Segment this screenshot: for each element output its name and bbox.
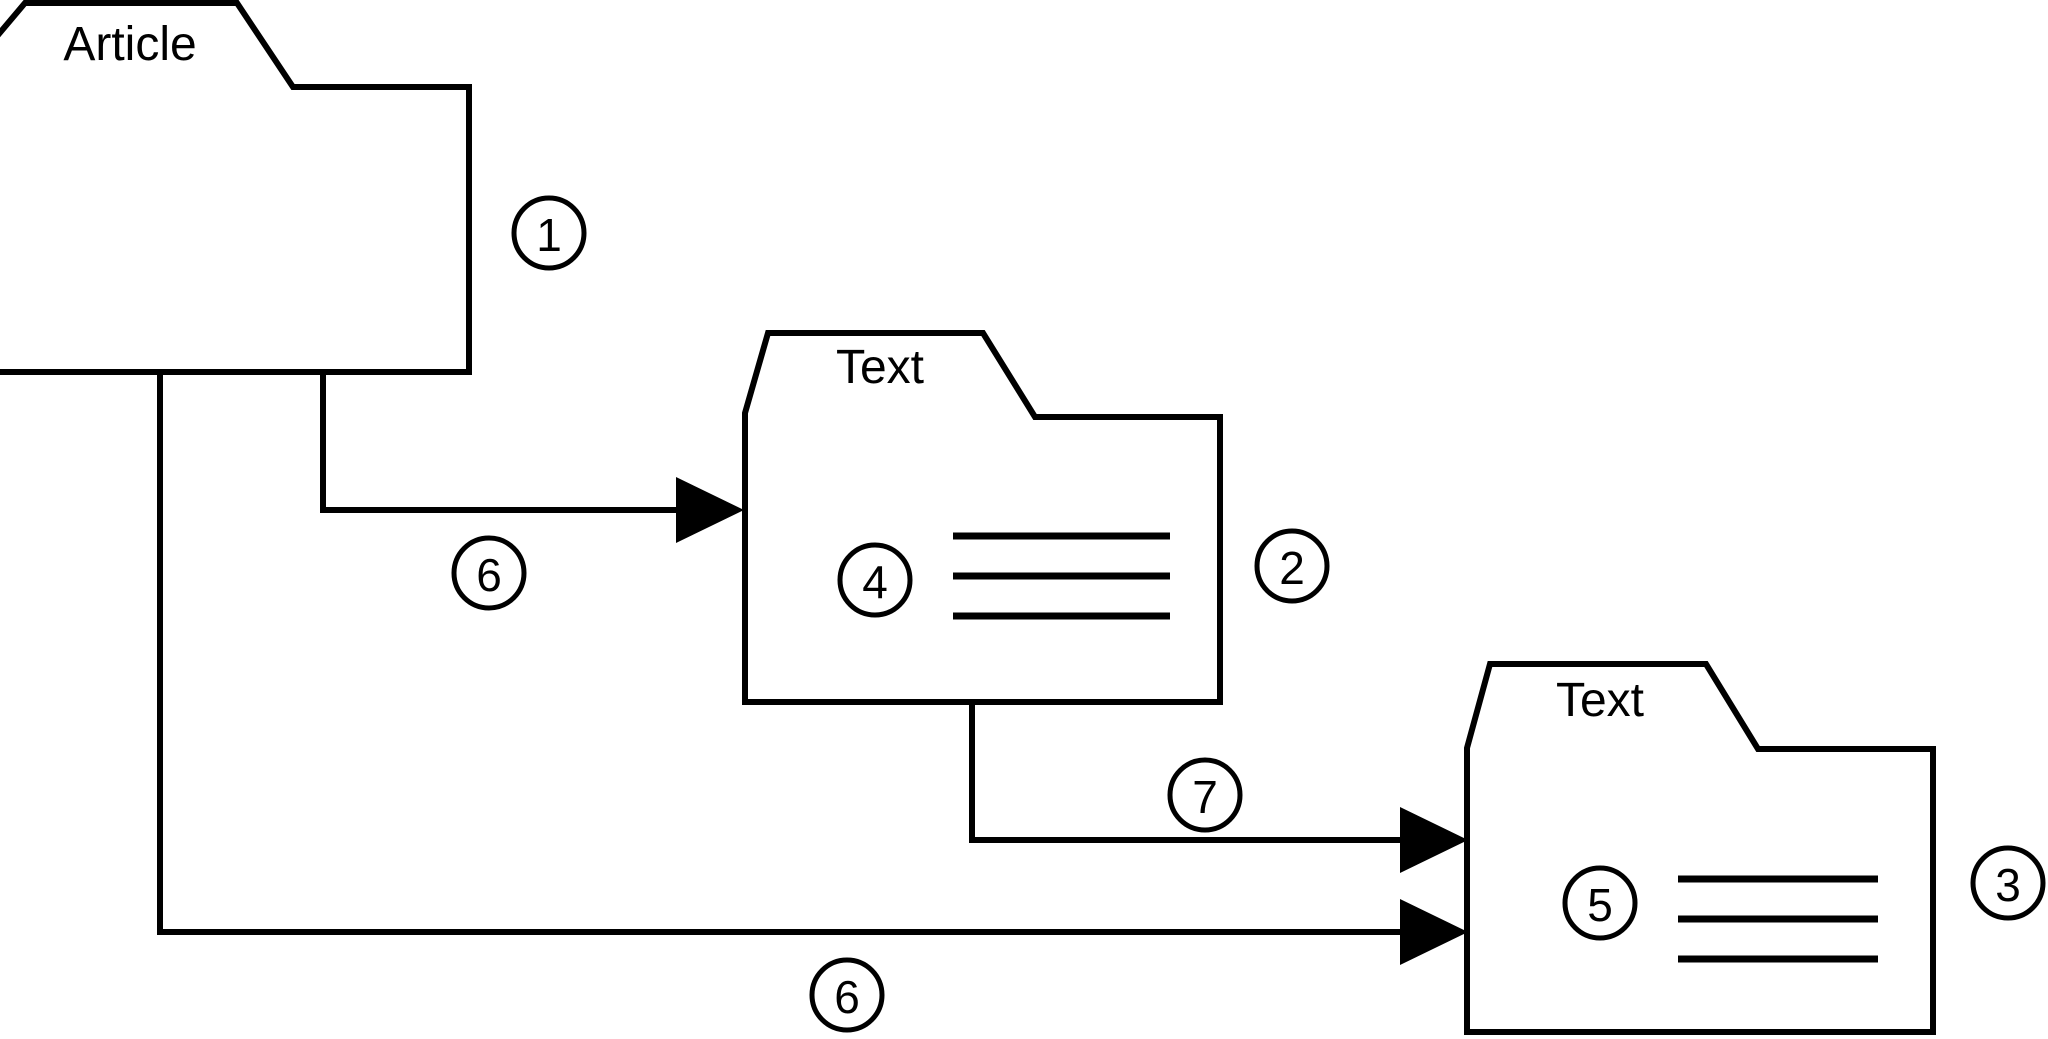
edge-article-right-line xyxy=(157,372,1404,935)
badge-label-6b: 6 xyxy=(834,971,860,1023)
node-text-right[interactable]: Text 5 xyxy=(1464,661,1936,1035)
badge-circle-2 xyxy=(1254,528,1330,604)
badge-text-middle: 2 xyxy=(1254,528,1330,604)
edge-article-to-text-middle[interactable]: 6 xyxy=(320,372,744,611)
edge-article-to-text-right[interactable]: 6 xyxy=(157,372,1468,1033)
badge-circle-6a xyxy=(451,535,527,611)
edge-article-right-arrowhead xyxy=(1400,899,1468,965)
article-folder-shape[interactable] xyxy=(0,0,472,375)
text-right-folder-label: Text xyxy=(1556,674,1644,727)
text-right-folder-shape[interactable] xyxy=(1464,661,1936,1035)
node-text-middle[interactable]: Text 4 xyxy=(742,330,1223,705)
text-middle-folder-shape[interactable] xyxy=(742,330,1223,705)
badge-label-5: 5 xyxy=(1587,879,1613,931)
badge-label-1: 1 xyxy=(536,209,562,261)
badge-circle-1 xyxy=(511,195,587,271)
text-middle-folder-label: Text xyxy=(836,341,924,394)
edge-middle-right-line xyxy=(969,702,1404,843)
badge-text-right: 3 xyxy=(1970,845,2046,921)
badge-article: 1 xyxy=(511,195,587,271)
edge-middle-right-arrowhead xyxy=(1400,807,1468,873)
badge-circle-4 xyxy=(837,542,913,618)
badge-label-2: 2 xyxy=(1279,542,1305,594)
article-folder-label: Article xyxy=(63,18,196,71)
badge-circle-3 xyxy=(1970,845,2046,921)
badge-label-7: 7 xyxy=(1192,771,1218,823)
edge-article-middle-line xyxy=(320,372,680,513)
edge-article-middle-arrowhead xyxy=(676,477,744,543)
badge-circle-6b xyxy=(809,957,885,1033)
badge-label-3: 3 xyxy=(1995,859,2021,911)
badge-label-4: 4 xyxy=(862,556,888,608)
node-article[interactable]: Article xyxy=(0,0,472,375)
badge-circle-7 xyxy=(1167,757,1243,833)
badge-circle-5 xyxy=(1562,865,1638,941)
badge-label-6a: 6 xyxy=(476,549,502,601)
edge-text-middle-to-text-right[interactable]: 7 xyxy=(969,702,1468,873)
